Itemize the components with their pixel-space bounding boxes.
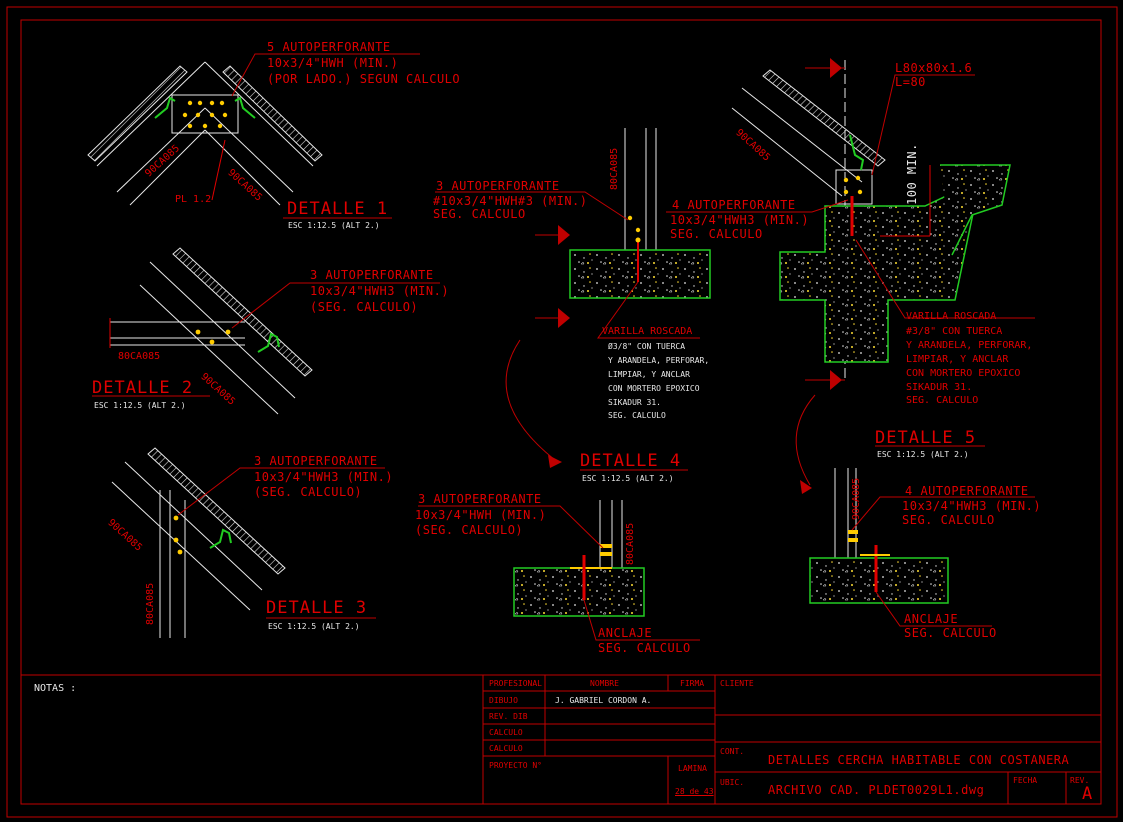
ubic-label: UBIC. [720,778,745,787]
detalle-4-anclaje-line-1: ANCLAJE [598,626,653,640]
detalle-4-bottom-drawing [513,500,645,617]
detalle-2-leader [92,282,440,397]
detalle-5-anclaje-line-1: ANCLAJE [904,612,959,626]
detalle-1-drawing [87,61,323,206]
col-profesional: PROFESIONAL [489,679,542,688]
detalle-3-callout-line-3: (SEG. CALCULO) [254,485,363,499]
detalle-4-callout-top-line-2: #10x3/4"HWH#3 (MIN.) [433,194,588,208]
cont-value: DETALLES CERCHA HABITABLE CON COSTANERA [768,753,1070,767]
detalle-4-varilla-line-4: LIMPIAR, Y ANCLAR [608,370,690,379]
col-nombre: NOMBRE [590,679,619,688]
detalle-5-top-drawing [731,58,1011,494]
detalle-2-scale: ESC 1:12.5 (ALT 2.) [94,401,186,410]
detalle-1-plate: PL 1.2 [175,194,212,205]
detalle-2-profile-a: 80CA085 [118,351,161,362]
detalle-5-callout-bottom-line-1: 4 AUTOPERFORANTE [905,484,1029,498]
detalle-4-callout-top-line-3: SEG. CALCULO [433,207,526,221]
detalle-1-title: DETALLE 1 [287,199,389,219]
cont-label: CONT. [720,747,745,756]
detalle-4-varilla-line-6: SIKADUR 31. [608,398,661,407]
detalle-4-scale: ESC 1:12.5 (ALT 2.) [582,474,674,483]
detalle-2-callout-line-1: 3 AUTOPERFORANTE [310,268,434,282]
detalle-5-anclaje-line-2: SEG. CALCULO [904,626,997,640]
row-role-calculo-2: CALCULO [489,744,523,753]
detalle-3-title: DETALLE 3 [266,598,368,618]
detalle-4-callout-bottom-line-1: 3 AUTOPERFORANTE [418,492,542,506]
detalle-5-angle-line-2: L=80 [895,75,926,89]
detalle-2-title: DETALLE 2 [92,378,194,398]
sheet-frame [6,6,1118,818]
detalle-5-callout-top-line-3: SEG. CALCULO [670,227,763,241]
detalle-1-callout-line-1: 5 AUTOPERFORANTE [267,40,391,54]
detalle-1-callout-line-2: 10x3/4"HWH (MIN.) [267,56,399,70]
detalle-5-varilla-line-3: Y ARANDELA, PERFORAR, [906,340,1033,351]
detalle-5-bottom-leaders [851,496,1035,627]
detalle-1-bolts [182,100,228,129]
detalle-5-angle-line-1: L80x80x1.6 [895,61,973,75]
detalle-5-varilla-line-7: SEG. CALCULO [906,395,979,406]
detalle-2-callout-line-2: 10x3/4"HWH3 (MIN.) [310,284,450,298]
detalle-4-top-leaders [435,191,700,471]
detalle-5-callout-bottom-line-2: 10x3/4"HWH3 (MIN.) [902,499,1042,513]
col-firma: FIRMA [680,679,705,688]
rev-label: REV. [1070,776,1090,785]
detalle-2-drawing [109,247,313,415]
detalle-5-bottom-drawing [809,468,949,604]
detalle-4-varilla-line-1: VARILLA ROSCADA [602,326,693,337]
detalle-4-varilla-line-2: Ø3/8" CON TUERCA [608,342,686,351]
detalle-5-callout-top-line-2: 10x3/4"HWH3 (MIN.) [670,213,810,227]
detalle-4-varilla-line-5: CON MORTERO EPOXICO [608,384,700,393]
detalle-1-scale: ESC 1:12.5 (ALT 2.) [288,221,380,230]
detalle-5-profile-bottom: 90CA085 [851,477,862,520]
detalle-3-callout-line-1: 3 AUTOPERFORANTE [254,454,378,468]
detalle-5-varilla-line-4: LIMPIAR, Y ANCLAR [906,354,1009,365]
detalle-5-varilla-line-6: SIKADUR 31. [906,382,973,393]
detalle-3-scale: ESC 1:12.5 (ALT 2.) [268,622,360,631]
detalle-4-profile-top: 80CA085 [609,147,620,190]
row-role-dibujo: DIBUJO [489,696,518,705]
detalle-5-varilla-line-1: VARILLA ROSCADA [906,311,997,322]
lamina-value: 28 de 43 [675,787,714,796]
detalle-3-callout-line-2: 10x3/4"HWH3 (MIN.) [254,470,394,484]
detalle-2-callout-line-3: (SEG. CALCULO) [310,300,419,314]
detalle-5-dimension: 100 MIN. [905,143,919,205]
row-name-dibujo: J. GABRIEL CORDON A. [555,696,652,705]
row-role-rev-dib: REV. DIB [489,712,528,721]
detalle-3-drawing [111,447,286,638]
cliente-label: CLIENTE [720,679,754,688]
detalle-4-anclaje-line-2: SEG. CALCULO [598,641,691,655]
notas-label: NOTAS : [34,683,77,694]
detalle-4-callout-bottom-line-2: 10x3/4"HWH (MIN.) [415,508,547,522]
detalle-4-callout-bottom-line-3: (SEG. CALCULO) [415,523,524,537]
detalle-4-bottom-leaders [418,505,700,641]
detalle-1-leader [231,53,420,219]
detalle-4-callout-top-line-1: 3 AUTOPERFORANTE [436,179,560,193]
rev-value: A [1082,784,1094,804]
detalle-5-varilla-line-5: CON MORTERO EPOXICO [906,368,1021,379]
titleblock-lines [482,675,1101,804]
detalle-3-leader [177,467,385,619]
lamina-label: LAMINA [678,764,707,773]
detalle-5-varilla-line-2: #3/8" CON TUERCA [906,326,1003,337]
detalle-5-bolts [843,175,863,195]
detalle-4-varilla-line-3: Y ARANDELA, PERFORAR, [608,356,710,365]
detalle-5-title: DETALLE 5 [875,428,977,448]
detalle-1-callout-line-3: (POR LADO.) SEGUN CALCULO [267,72,461,86]
ubic-value: ARCHIVO CAD. PLDET0029L1.dwg [768,783,985,797]
detalle-4-varilla-line-7: SEG. CALCULO [608,411,666,420]
detalle-3-profile-b: 80CA085 [145,582,156,625]
detalle-5-callout-bottom-line-3: SEG. CALCULO [902,513,995,527]
detalle-5-scale: ESC 1:12.5 (ALT 2.) [877,450,969,459]
detalle-4-top-drawing [505,128,711,468]
detalle-4-title: DETALLE 4 [580,451,682,471]
detalle-5-top-leaders [666,74,1035,447]
row-role-calculo-1: CALCULO [489,728,523,737]
detalle-5-callout-top-line-1: 4 AUTOPERFORANTE [672,198,796,212]
detalle-4-profile-bottom: 80CA085 [625,522,636,565]
proyecto-label: PROYECTO N° [489,761,542,770]
fecha-label: FECHA [1013,776,1038,785]
